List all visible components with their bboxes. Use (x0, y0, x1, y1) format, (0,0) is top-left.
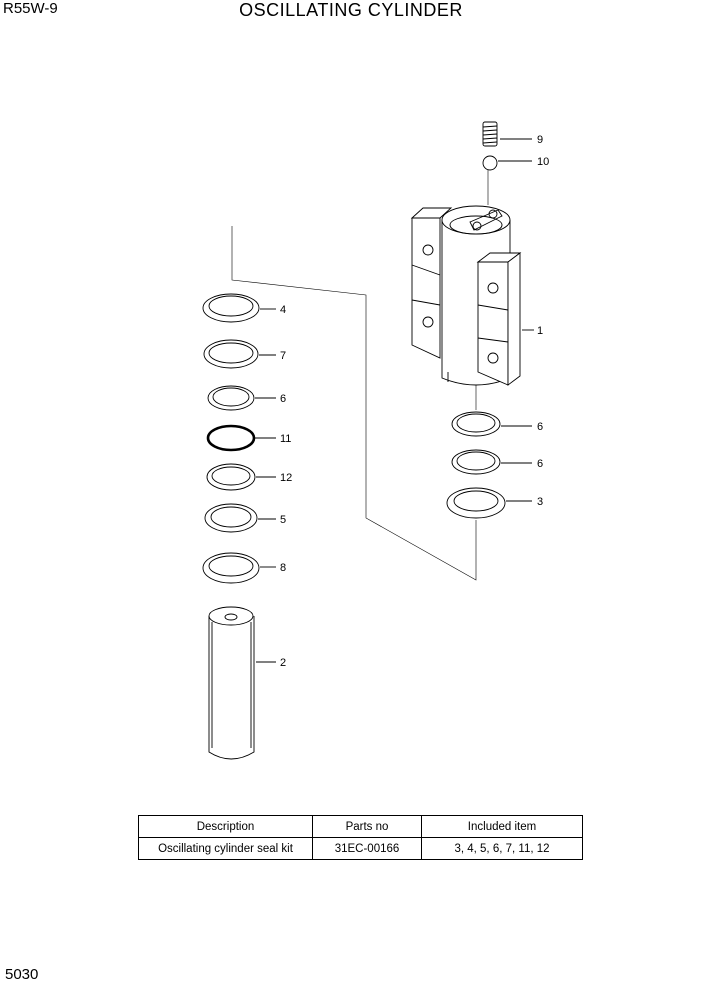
wiper-seal-part-3 (446, 487, 532, 519)
model-code: R55W-9 (3, 0, 58, 17)
seal-part-8 (202, 552, 276, 584)
assembly-guide-line (231, 226, 477, 581)
callout-6-upper: 6 (537, 421, 543, 433)
callout-3: 3 (537, 496, 543, 508)
o-ring-part-11 (206, 424, 276, 452)
callout-9: 9 (537, 134, 543, 146)
cell-parts-no: 31EC-00166 (312, 837, 422, 860)
ball-part-10 (482, 155, 532, 171)
cell-description: Oscillating cylinder seal kit (138, 837, 313, 860)
column-header-included-item: Included item (421, 815, 583, 838)
seal-part-6-left (207, 385, 276, 411)
callout-7: 7 (280, 350, 286, 362)
page-number: 5030 (5, 966, 39, 983)
seal-part-4 (202, 293, 276, 323)
callout-6-lower: 6 (537, 458, 543, 470)
cylinder-housing-part-1 (410, 205, 534, 386)
seal-part-6-lower (451, 449, 532, 475)
callout-12: 12 (280, 472, 292, 484)
plug-part-9 (482, 121, 532, 147)
callout-6-left: 6 (280, 393, 286, 405)
table-row: Oscillating cylinder seal kit 31EC-00166… (138, 837, 583, 860)
seal-part-6-upper (451, 411, 532, 437)
table-header-row: Description Parts no Included item (138, 815, 583, 838)
cell-included-item: 3, 4, 5, 6, 7, 11, 12 (421, 837, 583, 860)
callout-10: 10 (537, 156, 549, 168)
callout-4: 4 (280, 304, 286, 316)
column-header-parts-no: Parts no (312, 815, 422, 838)
callout-5: 5 (280, 514, 286, 526)
seal-part-7 (203, 339, 276, 369)
seal-kit-table: Description Parts no Included item Oscil… (138, 815, 583, 860)
callout-2: 2 (280, 657, 286, 669)
callout-8: 8 (280, 562, 286, 574)
seal-part-5 (204, 503, 276, 533)
callout-11: 11 (280, 433, 291, 445)
page-title: OSCILLATING CYLINDER (239, 0, 463, 20)
seal-part-12 (206, 463, 276, 491)
piston-rod-part-2 (208, 606, 276, 760)
column-header-description: Description (138, 815, 313, 838)
callout-1: 1 (537, 325, 543, 337)
